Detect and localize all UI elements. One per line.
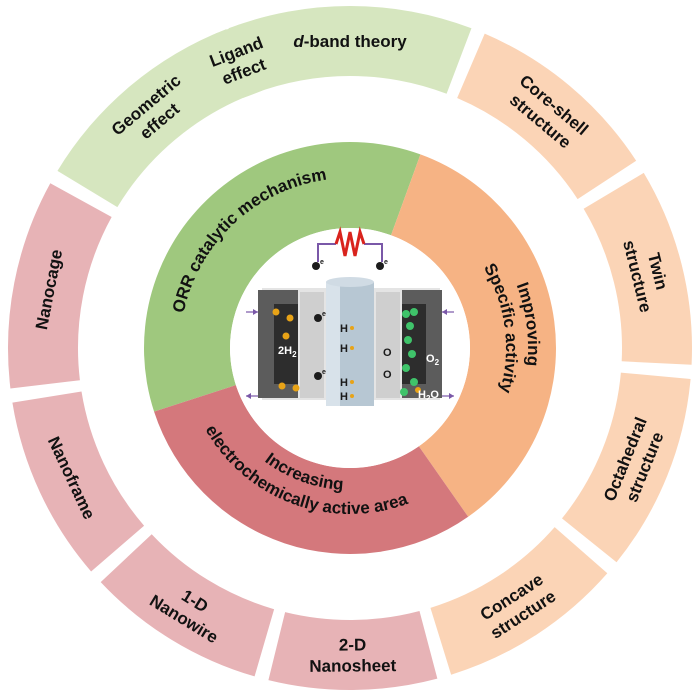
segment-nanowire (100, 534, 275, 677)
cathode-catalyst-layer (376, 292, 400, 398)
middle-section-green (144, 142, 421, 412)
electron-icon (376, 262, 384, 270)
electron-icon (314, 372, 322, 380)
arrow-icon-head (442, 309, 447, 315)
anode-frame (258, 290, 298, 398)
proton-dot (350, 346, 354, 350)
wire-left (317, 243, 336, 262)
hydrogen-atom-icon (278, 382, 286, 390)
segment-ligand (215, 24, 263, 98)
segment-nanosheet (268, 610, 438, 691)
arrow-icon-head (253, 309, 258, 315)
oxygen-atom-icon (402, 310, 410, 318)
segment-nanoframe (12, 391, 145, 572)
wire-right (364, 243, 383, 262)
segment-concave (430, 527, 608, 675)
resistor-icon (334, 226, 366, 257)
middle-section-orange (391, 154, 557, 517)
arrow-icon-head (246, 393, 251, 399)
segment-geometric (57, 29, 252, 208)
oxygen-atom-icon (410, 378, 418, 386)
proton-label: H (340, 343, 348, 355)
segment-octahedral (561, 372, 691, 563)
proton-label: H (340, 391, 348, 403)
hydrogen-atom-icon (272, 308, 280, 316)
electron-symbol: e (384, 259, 388, 266)
electron-symbol: e (322, 311, 326, 318)
segment-text-line: d-band theory (293, 32, 407, 51)
o2-label: O2 (426, 353, 440, 367)
oxygen-atom-icon (410, 308, 418, 316)
proton-dot (350, 326, 354, 330)
outer-ring (8, 5, 692, 691)
segment-label-nanosheet: 2-D Nanosheet (309, 635, 396, 676)
segment-text-line: 2-D (339, 635, 367, 654)
proton-dot (350, 380, 354, 384)
segment-nanocage (8, 183, 112, 389)
oxygen-label: O (383, 347, 392, 359)
electron-icon (312, 262, 320, 270)
hydrogen-atom-icon (415, 387, 421, 393)
cathode-frame (402, 290, 442, 398)
membrane-top (326, 277, 374, 287)
proton-dot (350, 394, 354, 398)
proton-label: H (340, 323, 348, 335)
segment-core-shell (457, 33, 637, 200)
middle-section-red (154, 385, 469, 554)
electron-icon (314, 314, 322, 322)
segment-label-d-band: d-band theory (293, 32, 407, 51)
proton-label: H (340, 377, 348, 389)
electron-symbol: e (322, 369, 326, 376)
segment-text-line: Nanosheet (309, 656, 396, 676)
hydrogen-atom-icon (282, 332, 290, 340)
segment-twin (583, 172, 692, 365)
h2o-label: H2O (418, 389, 439, 403)
electron-symbol: e (320, 259, 324, 266)
membrane-highlight (326, 282, 340, 406)
oxygen-label: O (383, 369, 392, 381)
anode-chamber (274, 304, 298, 384)
segment-d-band (228, 5, 472, 94)
hydrogen-atom-icon (292, 384, 300, 392)
oxygen-atom-icon (404, 336, 412, 344)
anode-catalyst-layer (300, 292, 324, 398)
oxygen-atom-icon (400, 388, 408, 396)
h2-label: 2H2 (278, 345, 297, 359)
oxygen-atom-icon (408, 350, 416, 358)
oxygen-atom-icon (402, 364, 410, 372)
arrow-icon-head (449, 393, 454, 399)
hydrogen-atom-icon (286, 314, 294, 322)
oxygen-atom-icon (406, 322, 414, 330)
